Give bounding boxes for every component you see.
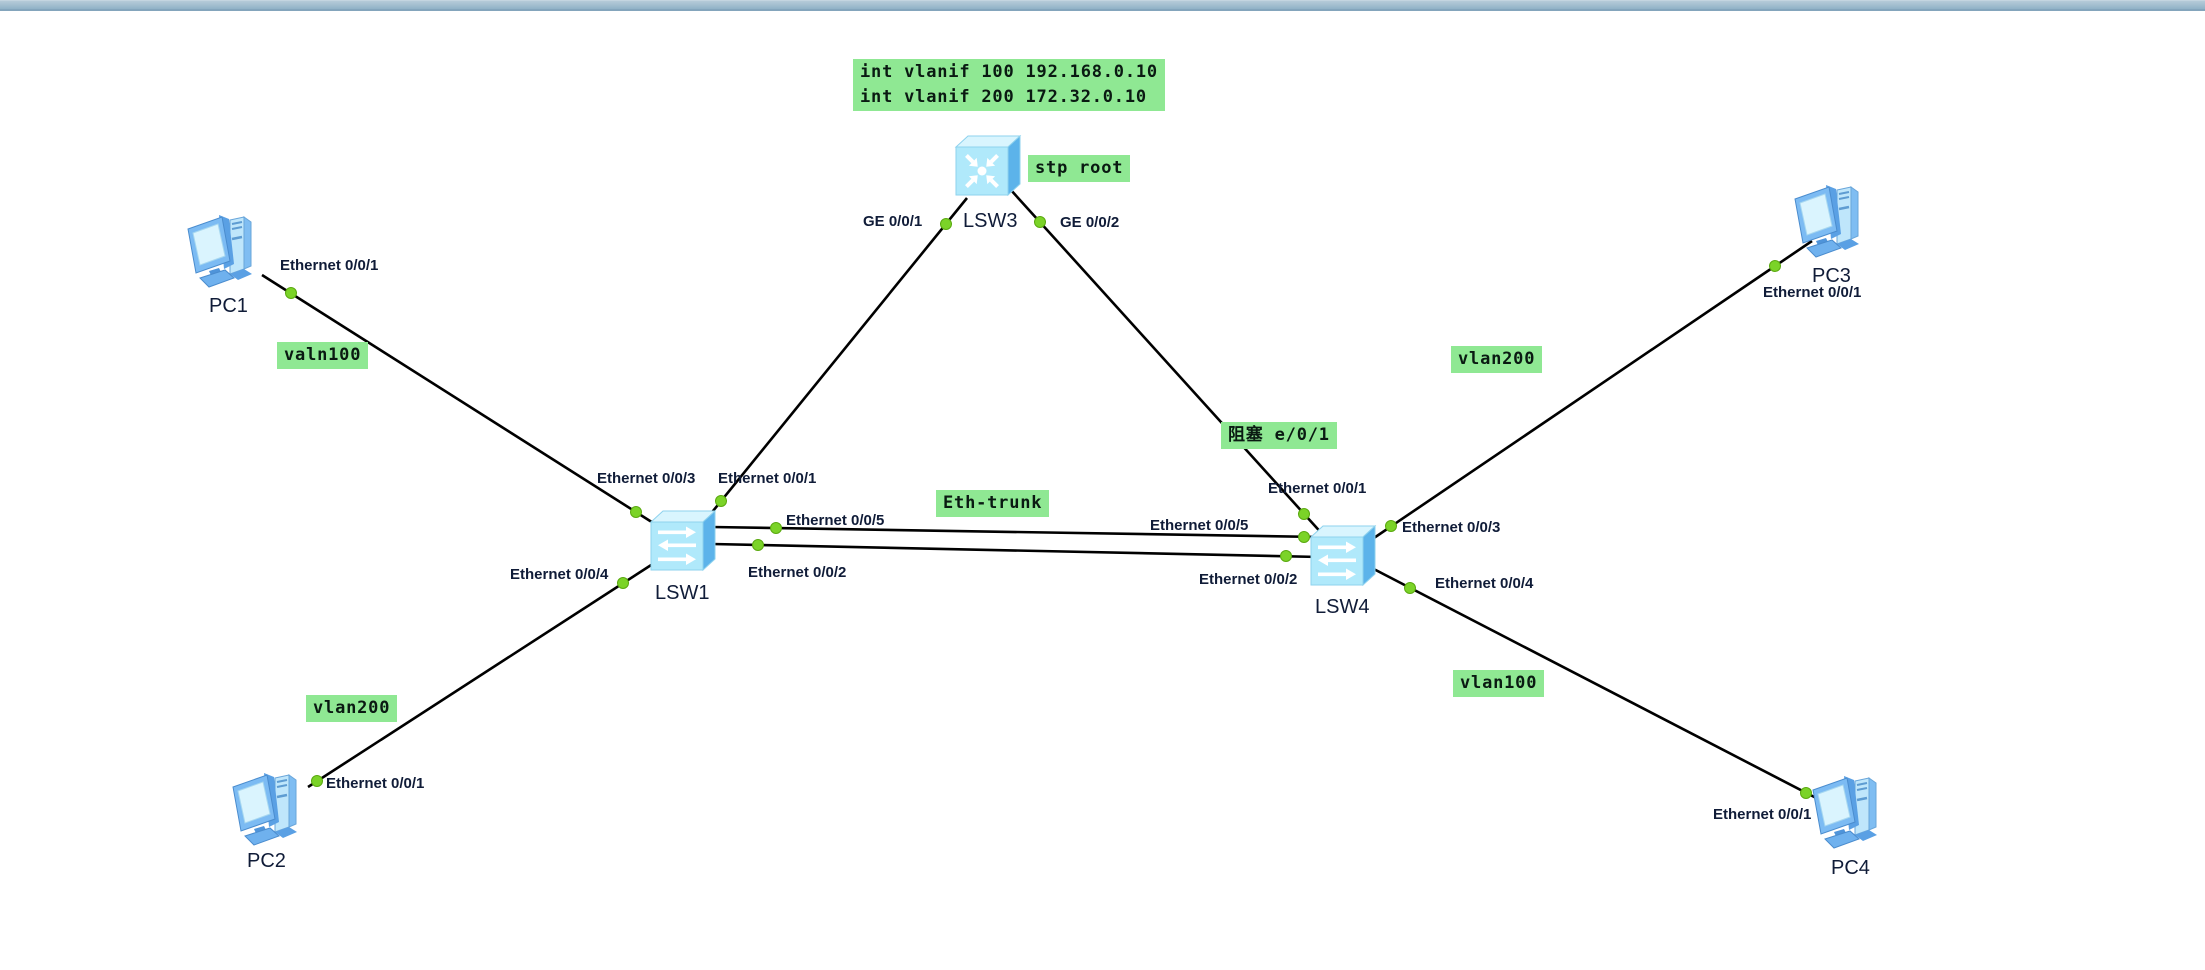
port-label-lsw4-eth2: Ethernet 0/0/2 — [1199, 571, 1298, 588]
device-lsw1[interactable] — [648, 508, 718, 579]
annotation-vlan200-right[interactable]: vlan200 — [1451, 346, 1543, 373]
port-status-dot-lsw3-ge1 — [940, 218, 952, 230]
port-label-lsw1-eth4: Ethernet 0/0/4 — [510, 566, 609, 583]
annotation-stp-root[interactable]: stp root — [1028, 155, 1131, 182]
device-label-pc3: PC3 — [1812, 265, 1851, 287]
switch-icon — [649, 509, 717, 572]
port-status-dot-lsw1-e4 — [617, 577, 629, 589]
pc-icon — [187, 215, 252, 288]
port-status-dot-lsw1-e3 — [630, 506, 642, 518]
annotation-blocked-port[interactable]: 阻塞 e/0/1 — [1221, 422, 1337, 449]
port-label-pc2-eth1: Ethernet 0/0/1 — [326, 775, 425, 792]
port-label-pc4-eth1: Ethernet 0/0/1 — [1713, 806, 1812, 823]
port-status-dot-lsw1-e5 — [770, 522, 782, 534]
port-label-pc3-eth1: Ethernet 0/0/1 — [1763, 284, 1862, 301]
pc-icon — [1812, 776, 1877, 849]
port-label-lsw1-eth5: Ethernet 0/0/5 — [786, 512, 885, 529]
port-status-dot-pc4 — [1800, 787, 1812, 799]
port-label-lsw1-eth2: Ethernet 0/0/2 — [748, 564, 847, 581]
port-status-dot-pc1 — [285, 287, 297, 299]
annotation-eth-trunk[interactable]: Eth-trunk — [936, 490, 1050, 517]
device-label-lsw1: LSW1 — [655, 582, 710, 604]
port-label-lsw4-eth4: Ethernet 0/0/4 — [1435, 575, 1534, 592]
port-label-lsw3-ge2: GE 0/0/2 — [1060, 214, 1120, 231]
device-pc4[interactable] — [1810, 773, 1892, 858]
pc-icon — [1794, 185, 1859, 258]
annotation-vlan100-right[interactable]: vlan100 — [1453, 670, 1545, 697]
port-status-dot-lsw4-e4 — [1404, 582, 1416, 594]
link-lsw4-pc4[interactable] — [1365, 563, 1823, 803]
link-lsw1-lsw4-eth2[interactable] — [711, 542, 1321, 559]
device-lsw3[interactable] — [953, 133, 1023, 204]
switch-icon — [1309, 524, 1377, 587]
link-pc1-lsw1[interactable] — [261, 273, 659, 528]
link-lsw4-pc3[interactable] — [1367, 239, 1813, 544]
annotation-valn100[interactable]: valn100 — [277, 342, 369, 369]
device-pc3[interactable] — [1792, 182, 1874, 267]
topology-canvas: PC1 PC2 PC3 PC4 LSW1 LSW3 LSW4 Ethernet … — [0, 11, 2205, 970]
port-status-dot-lsw1-e2 — [752, 539, 764, 551]
pc-icon — [232, 773, 297, 846]
device-label-lsw3: LSW3 — [963, 210, 1018, 232]
device-label-lsw4: LSW4 — [1315, 596, 1370, 618]
device-pc1[interactable] — [185, 212, 267, 297]
port-label-lsw1-eth1: Ethernet 0/0/1 — [718, 470, 817, 487]
port-status-dot-pc2 — [311, 775, 323, 787]
device-label-pc4: PC4 — [1831, 857, 1870, 879]
wires-layer — [261, 188, 1823, 803]
device-pc2[interactable] — [230, 770, 312, 855]
link-pc2-lsw1[interactable] — [307, 556, 663, 789]
port-label-lsw4-eth1: Ethernet 0/0/1 — [1268, 480, 1367, 497]
port-status-dot-lsw4-e1 — [1298, 508, 1310, 520]
port-status-dot-pc3 — [1769, 260, 1781, 272]
device-lsw4[interactable] — [1308, 523, 1378, 594]
switch-hub-icon — [954, 134, 1022, 197]
port-status-dot-lsw4-e2 — [1280, 550, 1292, 562]
link-lsw1-lsw4-eth5[interactable] — [711, 525, 1321, 539]
port-status-dot-lsw4-e5 — [1298, 531, 1310, 543]
link-lsw3-lsw4[interactable] — [1009, 188, 1326, 538]
device-label-pc2: PC2 — [247, 850, 286, 872]
port-status-dot-lsw1-e1 — [715, 495, 727, 507]
annotation-vlanif-config[interactable]: int vlanif 100 192.168.0.10 int vlanif 2… — [853, 59, 1165, 111]
link-lsw1-lsw3[interactable] — [698, 197, 969, 528]
device-label-pc1: PC1 — [209, 295, 248, 317]
port-status-dot-lsw4-e3 — [1385, 520, 1397, 532]
port-label-lsw4-eth5: Ethernet 0/0/5 — [1150, 517, 1249, 534]
port-label-lsw1-eth3: Ethernet 0/0/3 — [597, 470, 696, 487]
annotation-vlan200-left[interactable]: vlan200 — [306, 695, 398, 722]
port-label-pc1-eth1: Ethernet 0/0/1 — [280, 257, 379, 274]
port-label-lsw4-eth3: Ethernet 0/0/3 — [1402, 519, 1501, 536]
port-status-dot-lsw3-ge2 — [1034, 216, 1046, 228]
port-label-lsw3-ge1: GE 0/0/1 — [863, 213, 923, 230]
